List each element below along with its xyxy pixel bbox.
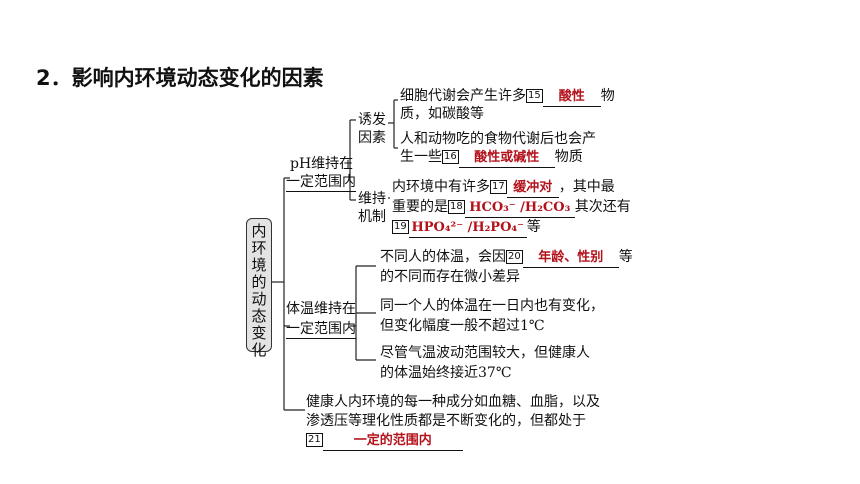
blank-number: 15	[526, 89, 543, 103]
answer: /H₂CO₃	[520, 200, 571, 215]
answer: 一定的范围内	[353, 433, 432, 448]
blank-number: 20	[506, 250, 523, 264]
answer: 酸性	[558, 89, 585, 104]
text: 不同人的体温，会因	[380, 249, 506, 265]
mech-label-line2: 机制	[358, 209, 386, 225]
ph-statement-1-line2: 质，如碳酸等	[400, 106, 484, 122]
text: 重要的是	[392, 199, 448, 215]
text: 其次还有	[574, 199, 631, 215]
text: 细胞代谢会产生许多	[400, 88, 526, 104]
answer: HPO₄²⁻	[411, 220, 464, 235]
text: 物	[600, 88, 615, 104]
mech-label-line1: 维持	[358, 191, 386, 207]
health-statement-line2: 渗透压等理化性质都是不断变化的，但都处于	[306, 413, 586, 429]
ph-statement-2-line1: 人和动物吃的食物代谢后也会产	[400, 131, 596, 147]
temp-label-line2: 一定范围内	[286, 321, 356, 339]
ph-label-line1: pH维持在	[290, 156, 354, 172]
blank-number: 16	[442, 150, 459, 164]
text: 生一些	[400, 149, 442, 165]
answer: /H₂PO₄⁻	[467, 220, 524, 235]
health-statement-line3: 21 一定的范围内	[306, 431, 463, 451]
blank-number: 18	[448, 200, 465, 214]
text: 物质	[554, 149, 583, 165]
page-title: 2．影响内环境动态变化的因素	[36, 66, 324, 90]
temp-statement-2-line2: 但变化幅度一般不超过1℃	[380, 318, 545, 334]
blank-number: 21	[306, 433, 323, 447]
temp-statement-3-line1: 尽管气温波动范围较大，但健康人	[380, 345, 590, 361]
temp-statement-3-line2: 的体温始终接近37℃	[380, 365, 512, 381]
blank-number: 17	[490, 180, 507, 194]
ph-label-line2: 一定范围内	[286, 174, 356, 192]
text: 内环境中有许多	[392, 179, 490, 195]
trigger-label-line2: 因素	[358, 130, 386, 146]
temp-statement-2-line1: 同一个人的体温在一日内也有变化，	[380, 298, 604, 314]
text: ，其中最	[558, 179, 615, 195]
answer: 年龄、性别	[538, 250, 604, 265]
root-node: 内环境的动态变化	[246, 218, 272, 359]
text: 等	[618, 249, 633, 265]
trigger-label-line1: 诱发	[358, 112, 386, 128]
blank-number: 19	[392, 220, 409, 234]
answer: HCO₃⁻	[469, 200, 516, 215]
temp-statement-1-line2: 的不同而存在微小差异	[380, 269, 520, 285]
answer: 缓冲对	[513, 180, 553, 195]
health-statement-line1: 健康人内环境的每一种成分如血糖、血脂，以及	[306, 394, 600, 410]
temp-label-line1: 体温维持在	[286, 301, 356, 317]
text: 等	[526, 219, 541, 235]
answer: 酸性或碱性	[474, 150, 540, 165]
